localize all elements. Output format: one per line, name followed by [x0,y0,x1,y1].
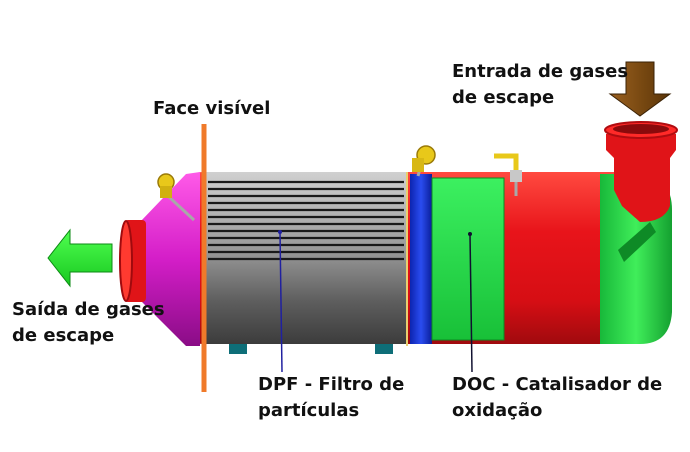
doc-leader-line [469,233,473,373]
face-visible-label: Face visível [153,98,271,119]
sensor-doc [494,153,522,196]
inlet-label: Entrada de gases de escape [452,61,629,108]
sensor-dpf [412,145,436,177]
mount-foot-right [375,344,393,354]
separator-ring [410,174,432,344]
doc-label: DOC - Catalisador de oxidação [452,374,663,421]
outlet-cone [140,172,200,346]
dpf-label: DPF - Filtro de partículas [258,374,405,421]
dpf-leader-dot [278,230,282,234]
outlet-arrow [47,228,113,288]
dpf-channels [208,180,404,261]
dpf-leader-line [279,231,283,373]
sensor-outlet [157,173,196,222]
inlet-pipe-opening [613,124,669,134]
doc-leader-dot [468,232,472,236]
outlet-pipe-opening [119,220,133,302]
inlet-pipe [606,134,676,222]
mount-foot-left [229,344,247,354]
doc-catalyst [431,177,505,341]
inlet-arrow [608,61,672,117]
outlet-label: Saída de gases de escape [12,299,165,346]
inlet-baffle [618,222,656,262]
